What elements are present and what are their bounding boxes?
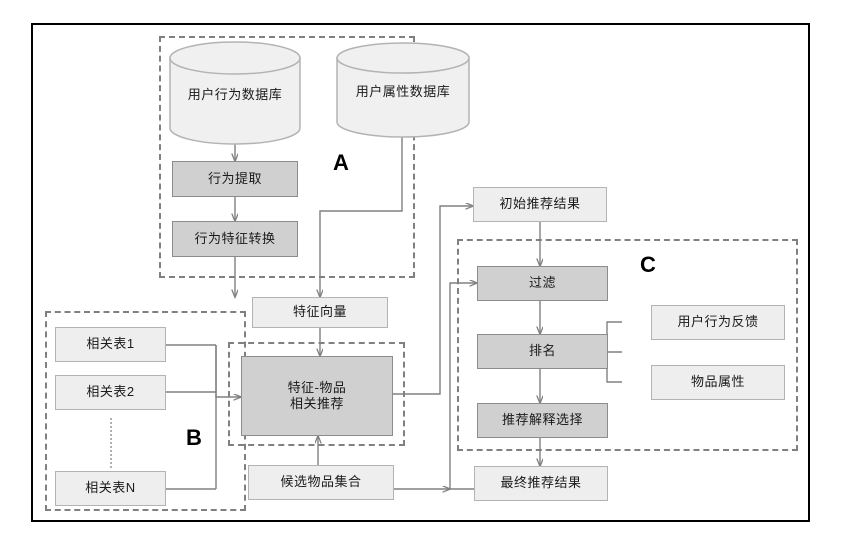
node-related-table-2[interactable]: 相关表2 — [55, 375, 166, 410]
node-filter[interactable]: 过滤 — [477, 266, 608, 301]
user-behavior-db-label: 用户行为数据库 — [187, 86, 283, 102]
node-related-table-1[interactable]: 相关表1 — [55, 327, 166, 362]
node-feature-vector[interactable]: 特征向量 — [252, 297, 388, 328]
region-label-b: B — [186, 425, 202, 450]
node-behavior-feature-transform[interactable]: 行为特征转换 — [172, 221, 298, 257]
ellipsis-dots — [110, 418, 114, 468]
node-final-recommend-result[interactable]: 最终推荐结果 — [474, 466, 608, 501]
node-item-attribute[interactable]: 物品属性 — [651, 365, 785, 400]
feature-item-recommend-line1: 特征-物品 — [287, 379, 347, 395]
node-related-table-n[interactable]: 相关表N — [55, 471, 166, 506]
feature-item-recommend-line2: 相关推荐 — [289, 396, 344, 411]
node-candidate-item-set[interactable]: 候选物品集合 — [248, 465, 394, 500]
node-initial-recommend-result[interactable]: 初始推荐结果 — [473, 187, 607, 222]
region-label-a: A — [333, 150, 349, 175]
node-feature-item-recommend[interactable]: 特征-物品 相关推荐 — [241, 356, 393, 436]
region-label-c: C — [640, 252, 656, 277]
node-recommend-explanation-select[interactable]: 推荐解释选择 — [477, 403, 608, 438]
node-behavior-extraction[interactable]: 行为提取 — [172, 161, 298, 197]
node-user-behavior-feedback[interactable]: 用户行为反馈 — [651, 305, 785, 340]
region-a-boundary — [159, 36, 415, 278]
node-ranking[interactable]: 排名 — [477, 334, 608, 369]
outer-frame — [31, 23, 810, 522]
user-attribute-db-label: 用户属性数据库 — [355, 83, 451, 99]
